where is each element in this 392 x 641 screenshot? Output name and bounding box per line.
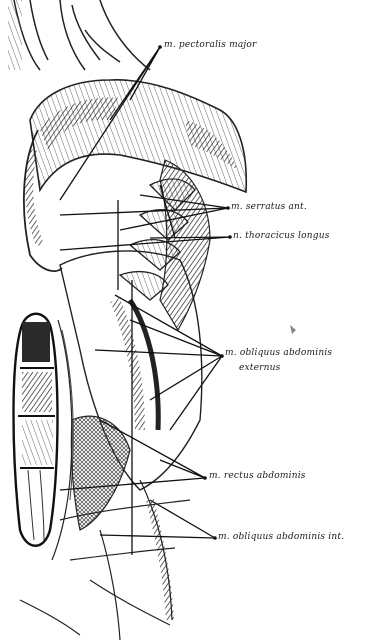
neck-muscles: [14, 0, 150, 70]
label-obliquus-externus-line1: m. obliquus abdominis: [225, 348, 332, 358]
label-thoracicus-longus: n. thoracicus longus: [233, 231, 330, 241]
rectus-abdominis-muscle: [14, 314, 58, 546]
label-obliquus-internus: m. obliquus abdominis int.: [218, 532, 344, 542]
label-obliquus-externus-line2: externus: [239, 363, 280, 373]
label-pectoralis-major: m. pectoralis major: [164, 40, 257, 50]
latissimus-region: [160, 160, 210, 330]
label-rectus-abdominis: m. rectus abdominis: [209, 471, 306, 481]
internal-oblique-muscle: [71, 416, 130, 530]
oblique-shade: [115, 300, 140, 430]
print-speck: [290, 325, 296, 334]
neck-shading: [8, 0, 22, 70]
label-serratus-anterior: m. serratus ant.: [231, 202, 307, 212]
